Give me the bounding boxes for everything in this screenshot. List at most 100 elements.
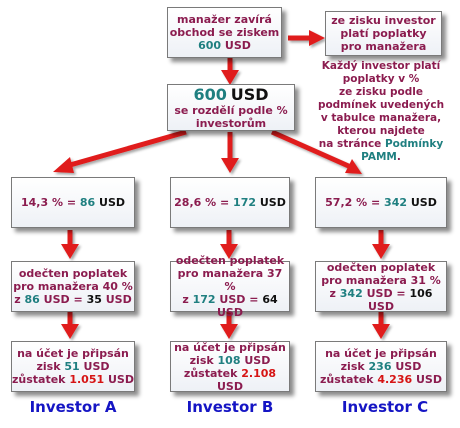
fee-eq: USD = <box>43 293 83 306</box>
pamm-link[interactable]: PAMM <box>361 151 397 163</box>
note-line2: poplatky v % <box>342 73 420 85</box>
fee-line1: odečten poplatek <box>326 260 436 274</box>
note-line7: na stránce <box>318 138 382 150</box>
balance-value: 4.236 <box>377 373 413 386</box>
manager-line1: manažer zavírá <box>177 13 272 26</box>
credit-line1: na účet je připsán <box>325 347 437 360</box>
investor-c-credit-box: na účet je připsán zisk 236 USD zůstatek… <box>315 341 447 392</box>
share-currency: USD <box>99 196 126 209</box>
profit-currency: USD <box>83 360 110 373</box>
share-eq: = <box>219 196 230 209</box>
investor-b-label: Investor B <box>186 398 274 416</box>
arrow-down-icon <box>221 58 239 85</box>
fee-base: 86 <box>24 293 40 306</box>
profit-label: zisk <box>340 360 365 373</box>
share-pct: 28,6 % <box>174 196 217 209</box>
fee-line2: pro manažera 40 % <box>13 280 133 293</box>
fee-box-line3: pro manažera <box>340 40 427 53</box>
distribution-currency: USD <box>230 85 269 104</box>
fee-currency: USD <box>105 293 132 306</box>
investor-b-credit-box: na účet je připsán zisk 108 USD zůstatek… <box>170 340 290 393</box>
profit-label: zisk <box>189 353 214 367</box>
fee-eq: USD = <box>366 286 406 300</box>
fee-line1: odečten poplatek <box>175 254 285 267</box>
share-pct: 14,3 % <box>20 196 63 209</box>
investor-b-fee-box: odečten poplatek pro manažera 37 % z 172… <box>170 254 290 319</box>
arrow-to-investor-a-icon <box>53 129 187 173</box>
profit-value: 108 <box>217 353 241 367</box>
fee-explanation-note: Každý investor platí poplatky v % ze zis… <box>310 60 452 164</box>
profit-currency: USD <box>244 353 271 367</box>
manager-currency: USD <box>224 39 251 52</box>
pamm-conditions-link[interactable]: Podmínky <box>384 138 444 150</box>
arrow-down-a2-icon <box>61 312 79 339</box>
arrow-down-a1-icon <box>61 230 79 259</box>
fee-box-line1: ze zisku investor <box>331 14 436 27</box>
balance-value: 1.051 <box>69 373 105 386</box>
fee-from: z <box>329 286 336 300</box>
share-amount: 172 <box>233 196 257 209</box>
manager-amount: 600 <box>198 39 222 52</box>
share-currency: USD <box>410 196 437 209</box>
investor-a-label: Investor A <box>29 398 117 416</box>
profit-currency: USD <box>395 360 422 373</box>
note-line4: podmínek uvedených <box>317 99 445 111</box>
manager-line2: obchod se ziskem <box>169 26 280 39</box>
investor-c-label: Investor C <box>341 398 429 416</box>
arrow-down-b1-icon <box>220 230 238 259</box>
investor-a-fee-box: odečten poplatek pro manažera 40 % z 86 … <box>11 261 135 312</box>
investor-c-fee-box: odečten poplatek pro manažera 31 % z 342… <box>315 260 447 313</box>
share-eq: = <box>370 196 381 209</box>
arrow-to-investor-b-icon <box>221 132 239 173</box>
fee-result: 106 <box>409 286 433 300</box>
credit-line1: na účet je připsán <box>17 347 129 360</box>
balance-value: 2.108 <box>241 366 277 380</box>
note-line1: Každý investor platí <box>321 60 441 72</box>
arrow-right-icon <box>288 30 325 46</box>
note-line8-suffix: . <box>396 151 401 163</box>
profit-label: zisk <box>36 360 61 373</box>
distribution-amount: 600 <box>193 85 227 104</box>
investor-c-share-box: 57,2 % = 342 USD <box>315 177 447 228</box>
note-line5: v tabulce manažera, <box>320 112 442 124</box>
profit-value: 51 <box>64 360 80 373</box>
arrow-down-b2-icon <box>220 312 238 339</box>
share-eq: = <box>66 196 77 209</box>
balance-currency: USD <box>217 379 243 393</box>
fee-currency: USD <box>368 299 394 313</box>
share-amount: 86 <box>79 196 96 209</box>
fee-line1: odečten poplatek <box>18 267 128 280</box>
investor-fee-box: ze zisku investor platí poplatky pro man… <box>325 11 442 56</box>
investor-a-share-box: 14,3 % = 86 USD <box>11 177 135 228</box>
arrow-down-c1-icon <box>372 230 390 259</box>
fee-base: 342 <box>339 286 363 300</box>
fee-line2: pro manažera 37 % <box>177 267 283 293</box>
share-currency: USD <box>259 196 286 209</box>
distribution-line3: investorům <box>195 117 267 130</box>
fee-result: 35 <box>86 293 102 306</box>
distribution-line2: se rozdělí podle % <box>174 104 288 117</box>
fee-line2: pro manažera 31 % <box>321 273 441 287</box>
fee-from: z <box>182 293 189 306</box>
balance-currency: USD <box>107 373 134 386</box>
note-line6: kterou najdete <box>337 125 425 137</box>
profit-value: 236 <box>368 360 392 373</box>
balance-label: zůstatek <box>12 373 66 386</box>
fee-box-line2: platí poplatky <box>340 27 427 40</box>
fee-from: z <box>14 293 21 306</box>
fee-eq: USD = <box>219 293 259 306</box>
share-amount: 342 <box>384 196 408 209</box>
credit-line1: na účet je připsán <box>174 340 286 354</box>
investor-a-credit-box: na účet je připsán zisk 51 USD zůstatek … <box>11 341 135 392</box>
balance-label: zůstatek <box>183 366 238 380</box>
fee-currency: USD <box>217 306 243 319</box>
arrow-to-investor-c-icon <box>270 129 362 174</box>
note-line3: ze zisku podle <box>339 86 423 98</box>
share-pct: 57,2 % <box>325 196 368 209</box>
fee-result: 64 <box>262 293 278 306</box>
balance-label: zůstatek <box>320 373 374 386</box>
manager-profit-box: manažer zavírá obchod se ziskem 600 USD <box>167 7 282 58</box>
arrow-down-c2-icon <box>372 312 390 339</box>
